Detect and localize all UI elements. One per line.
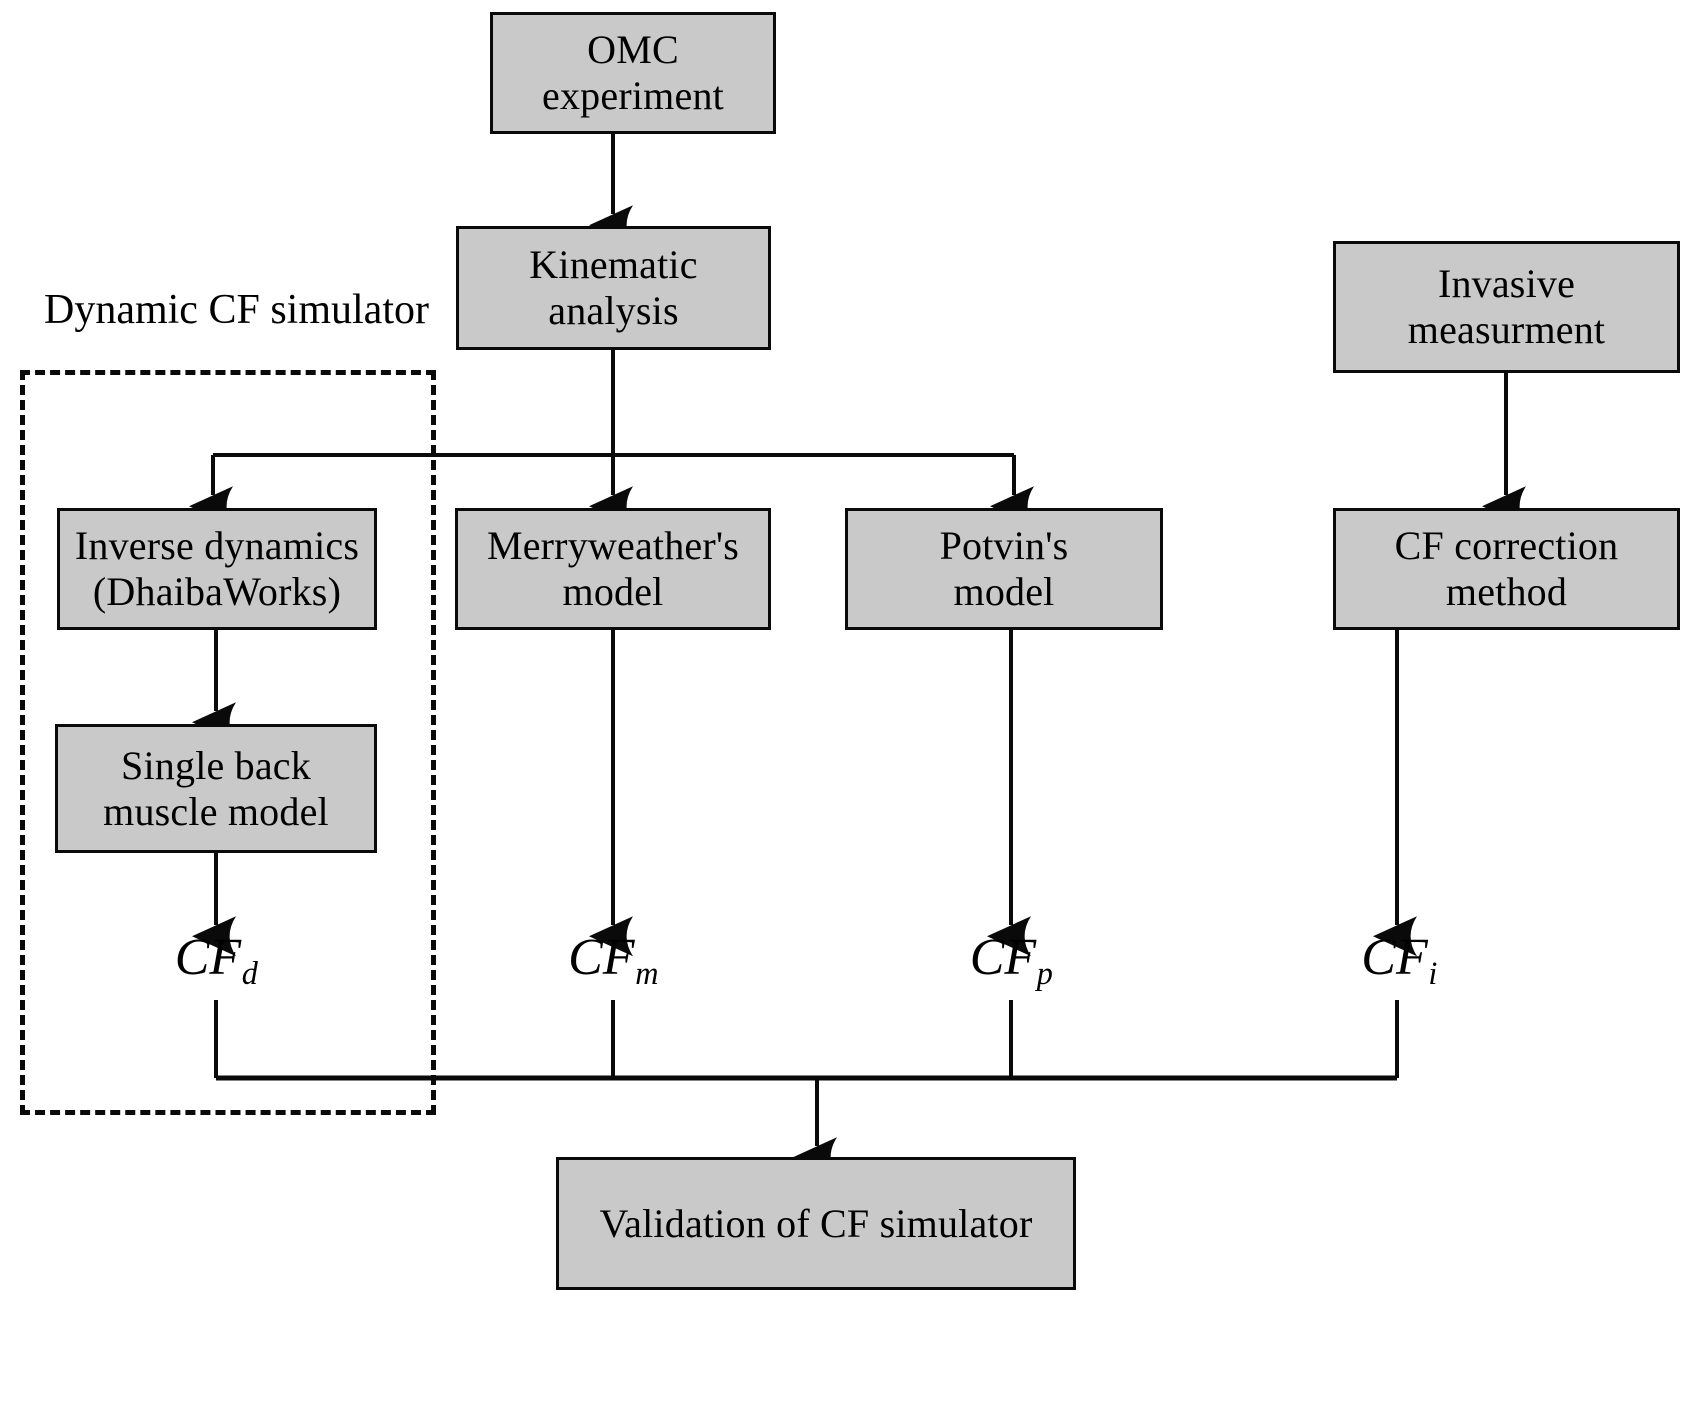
dynamic-cf-simulator-group (20, 370, 436, 1115)
dynamic-cf-simulator-label: Dynamic CF simulator (44, 287, 429, 333)
validation-line1: Validation of CF simulator (599, 1200, 1033, 1246)
inverse-dynamics-line1: Inverse dynamics (74, 523, 360, 568)
merryweather-model-line2: model (562, 569, 664, 614)
invasive-measurement-line1: Invasive (1437, 261, 1576, 306)
kinematic-analysis-line2: analysis (548, 288, 679, 333)
output-label-cf-d: CFd (116, 928, 316, 991)
merryweather-model-line1: Merryweather's (486, 523, 740, 568)
node-potvin-model[interactable]: Potvin's model (845, 508, 1163, 630)
potvin-model-line1: Potvin's (939, 523, 1069, 568)
inverse-dynamics-line2: (DhaibaWorks) (92, 569, 342, 614)
node-inverse-dynamics[interactable]: Inverse dynamics (DhaibaWorks) (57, 508, 377, 630)
node-merryweather-model[interactable]: Merryweather's model (455, 508, 771, 630)
node-invasive-measurement[interactable]: Invasive measurment (1333, 241, 1680, 373)
output-label-cf-p: CFp (911, 928, 1111, 991)
cf-i-base: CF (1361, 929, 1428, 986)
node-validation[interactable]: Validation of CF simulator (556, 1157, 1076, 1290)
cf-m-base: CF (568, 929, 635, 986)
invasive-measurement-line2: measurment (1407, 307, 1606, 352)
cf-correction-method-line2: method (1445, 569, 1568, 614)
potvin-model-line2: model (953, 569, 1055, 614)
node-cf-correction-method[interactable]: CF correction method (1333, 508, 1680, 630)
omc-experiment-line1: OMC (587, 27, 679, 72)
node-single-back-muscle-model[interactable]: Single back muscle model (55, 724, 377, 853)
cf-d-sub: d (241, 954, 258, 991)
cf-i-sub: i (1428, 954, 1438, 991)
single-back-muscle-model-line2: muscle model (103, 788, 329, 834)
node-kinematic-analysis[interactable]: Kinematic analysis (456, 226, 771, 350)
cf-m-sub: m (635, 954, 659, 991)
output-label-cf-i: CFi (1299, 928, 1499, 991)
kinematic-analysis-line1: Kinematic (529, 242, 698, 287)
omc-experiment-line2: experiment (542, 73, 724, 118)
output-label-cf-m: CFm (513, 928, 713, 991)
cf-p-sub: p (1036, 954, 1053, 991)
node-omc-experiment[interactable]: OMC experiment (490, 12, 776, 134)
single-back-muscle-model-line1: Single back (121, 742, 311, 788)
cf-p-base: CF (969, 929, 1037, 986)
cf-correction-method-line1: CF correction (1394, 523, 1619, 568)
cf-d-base: CF (174, 929, 242, 986)
